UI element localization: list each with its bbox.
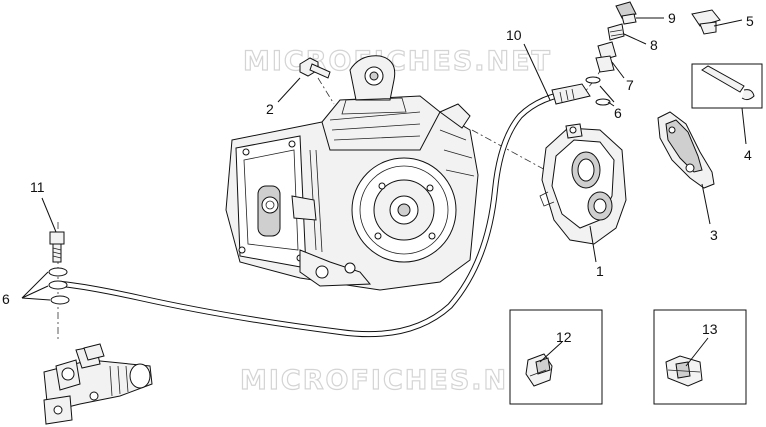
bleed-cap-part-9[interactable]	[615, 1, 637, 25]
callout-10: 10	[506, 27, 522, 43]
callout-11: 11	[30, 179, 45, 195]
bolt-part-2[interactable]	[299, 57, 331, 79]
axis-line-bolt	[317, 77, 335, 105]
callout-13: 13	[702, 321, 718, 337]
brake-pads-part-3[interactable]	[657, 111, 715, 189]
clamp-part-13[interactable]	[653, 309, 747, 405]
callout-3: 3	[710, 227, 718, 243]
callout-7: 7	[626, 77, 634, 93]
callout-12: 12	[556, 329, 572, 345]
watermark-top: MICROFICHES.NET	[243, 46, 552, 77]
callout-9: 9	[668, 10, 676, 26]
callout-1: 1	[596, 263, 604, 279]
banjo-bolt-part-11[interactable]	[49, 231, 65, 263]
callout-6-left: 6	[2, 291, 10, 307]
axis-line-caliper	[471, 129, 561, 179]
brake-caliper-part-1[interactable]	[539, 123, 627, 245]
engine-assembly[interactable]	[225, 55, 479, 291]
leader-lines	[21, 17, 747, 367]
pin-kit-part-4[interactable]	[691, 63, 763, 109]
washers-top-part-6[interactable]	[585, 76, 611, 106]
watermark-bottom: MICROFICHES.NET	[240, 365, 549, 396]
hose-clip-part-12[interactable]	[509, 309, 603, 405]
callout-4: 4	[744, 147, 752, 163]
master-cylinder[interactable]	[43, 343, 153, 425]
spring-clip-part-5[interactable]	[691, 9, 721, 35]
brake-hose-part-10[interactable]	[59, 83, 591, 338]
callout-6-top: 6	[614, 105, 622, 121]
callout-8: 8	[650, 37, 658, 53]
bleed-valve-part-8[interactable]	[607, 23, 625, 41]
washers-left-part-6[interactable]	[48, 267, 70, 305]
callout-2: 2	[266, 101, 274, 117]
banjo-bolt-part-7[interactable]	[595, 41, 617, 73]
callout-5: 5	[746, 13, 754, 29]
